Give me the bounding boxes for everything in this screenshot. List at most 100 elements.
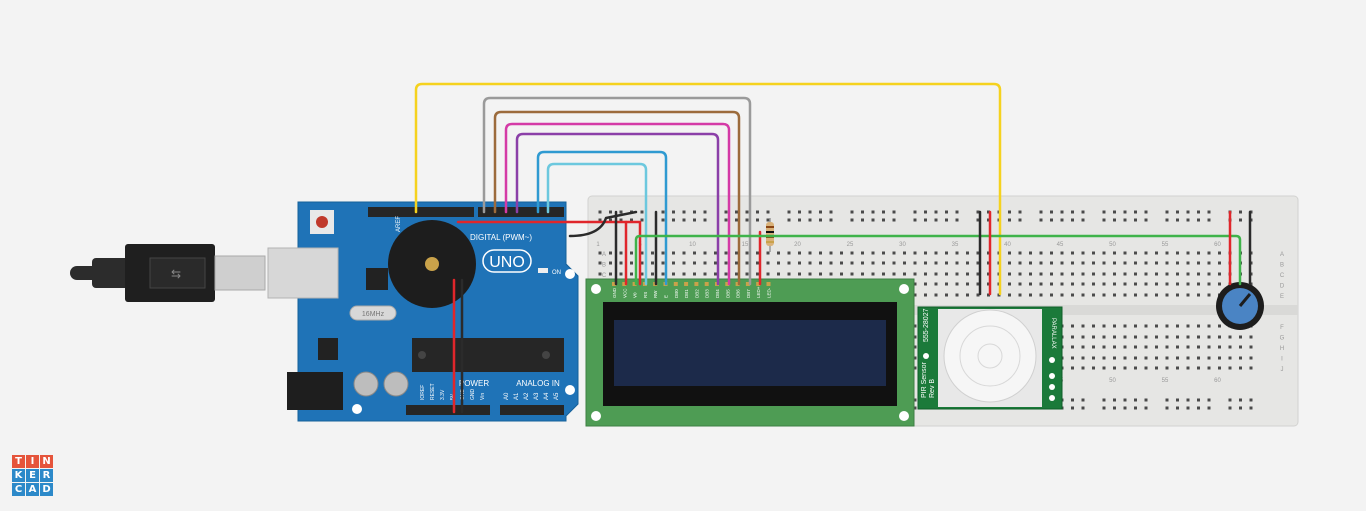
logo-letter: E — [26, 469, 39, 482]
column-number: 30 — [899, 242, 906, 248]
lcd-pin-label: DB4 — [715, 289, 720, 298]
row-letter: C — [1280, 273, 1285, 279]
row-letter: A — [1280, 252, 1284, 258]
analog-pin-label: A5 — [554, 392, 560, 400]
column-number: 1 — [596, 242, 600, 248]
arduino-uno[interactable]: 16MHz DIGITAL (PWM~) AREF UNO ON POWER A… — [267, 201, 579, 422]
lcd-pin-label: E — [664, 295, 669, 298]
column-number: 55 — [1162, 378, 1169, 384]
wire-gray[interactable] — [482, 96, 752, 286]
logo-letter: C — [12, 483, 25, 496]
uno-label: UNO — [489, 254, 525, 271]
column-number: 50 — [1109, 378, 1116, 384]
aref-label: AREF — [396, 216, 402, 232]
atmega-chip — [412, 338, 564, 372]
pir-label: PIR Sensor — [921, 362, 928, 398]
lcd-pin-label: DB7 — [746, 289, 751, 298]
mount-hole — [565, 385, 575, 395]
logo-letter: T — [12, 455, 25, 468]
logo-letter: N — [40, 455, 53, 468]
column-number: 60 — [1214, 378, 1221, 384]
column-number: 20 — [794, 242, 801, 248]
row-letter: F — [1280, 325, 1284, 331]
wire-purple[interactable] — [515, 132, 720, 286]
lcd-pin-label: DB0 — [674, 289, 679, 298]
lcd-pin-label: GND — [612, 287, 617, 298]
pir-rev-label: Rev B — [929, 379, 936, 398]
power-header — [406, 405, 490, 415]
wire-yellow[interactable] — [414, 82, 1002, 296]
lcd-pin — [745, 282, 750, 286]
digital-label: DIGITAL (PWM~) — [470, 233, 532, 242]
pir-sensor[interactable]: PIR Sensor Rev B 555-28027 PARALLAX — [917, 306, 1063, 410]
lcd-pin-label: LED- — [767, 287, 772, 298]
wire-magenta[interactable] — [504, 122, 731, 286]
regulator — [318, 338, 338, 360]
row-letter: B — [602, 263, 606, 269]
lcd-pin-label: DB6 — [736, 289, 741, 298]
power-pin-label: GND — [470, 389, 476, 401]
column-number: 45 — [1057, 242, 1064, 248]
power-pin-label: RESET — [430, 383, 436, 400]
row-letter: D — [1280, 284, 1285, 290]
lcd-pin-label: DB3 — [705, 289, 710, 298]
wire-red[interactable] — [456, 220, 642, 286]
column-number: 40 — [1004, 242, 1011, 248]
row-letter: C — [602, 273, 607, 279]
column-number: 55 — [1162, 242, 1169, 248]
lcd-pin — [684, 282, 689, 286]
lcd-pin — [766, 282, 771, 286]
lcd-pin — [694, 282, 699, 286]
column-number: 25 — [847, 242, 854, 248]
lcd-pin — [756, 282, 761, 286]
row-letter: G — [1280, 336, 1285, 342]
lcd-pin-label: RW — [653, 290, 658, 298]
row-letter: H — [1280, 346, 1284, 352]
usb-port — [267, 247, 339, 299]
usb-cable[interactable]: ⇆ — [70, 244, 266, 302]
mount-hole — [565, 269, 575, 279]
crystal-label: 16MHz — [362, 311, 385, 318]
lcd-screen — [614, 320, 886, 386]
wire-lightblue[interactable] — [546, 162, 648, 286]
usb-symbol-icon: ⇆ — [171, 267, 181, 281]
on-led-label: ON — [552, 270, 561, 276]
wire-blue[interactable] — [536, 150, 668, 286]
wire-brown[interactable] — [493, 110, 741, 286]
analog-pin-label: A2 — [524, 392, 530, 400]
potentiometer[interactable] — [1216, 282, 1264, 330]
wires[interactable] — [414, 82, 1252, 414]
column-number: 50 — [1109, 242, 1116, 248]
lcd-pin-label: V0 — [633, 292, 638, 298]
logo-letter: A — [26, 483, 39, 496]
pir-part-label: 555-28027 — [923, 308, 930, 342]
wire-black[interactable] — [568, 210, 638, 238]
reset-button[interactable] — [316, 216, 328, 228]
lcd-pin-label: RS — [643, 292, 648, 298]
lcd-pin — [704, 282, 709, 286]
power-jack — [287, 372, 343, 410]
capacitor-1 — [353, 371, 379, 397]
power-pin-label: IOREF — [420, 385, 426, 400]
logo-letter: I — [26, 455, 39, 468]
row-letter: J — [1281, 367, 1284, 373]
analog-pin-label: A4 — [544, 392, 550, 400]
usb-chip — [366, 268, 388, 290]
lcd-pin — [725, 282, 730, 286]
lcd-pin-label: DB1 — [684, 289, 689, 298]
analog-pin-label: A1 — [514, 392, 520, 400]
mount-hole — [352, 404, 362, 414]
wire-green[interactable] — [634, 234, 1242, 286]
lcd-pin-label: VCC — [622, 288, 627, 298]
power-label: POWER — [459, 379, 489, 388]
power-pin-label: Vin — [480, 393, 486, 400]
lcd-pin-label: LED+ — [756, 286, 761, 298]
logo-letter: K — [12, 469, 25, 482]
logo-letter: D — [40, 483, 53, 496]
column-number: 10 — [689, 242, 696, 248]
column-number: 15 — [742, 242, 749, 248]
